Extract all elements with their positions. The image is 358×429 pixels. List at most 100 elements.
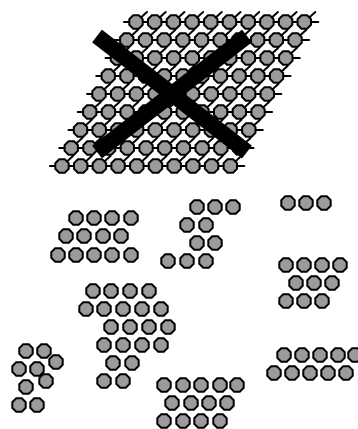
atom [186,123,199,136]
atom [315,258,328,271]
atom [161,320,174,333]
atom [111,159,124,172]
atom [165,396,178,409]
atom [105,211,118,224]
atom [124,211,137,224]
atom [204,15,217,28]
atom [129,15,142,28]
atom [157,414,170,427]
atom [303,366,316,379]
atom [130,87,143,100]
atom [279,15,292,28]
atom [277,348,290,361]
atom [333,258,346,271]
atom [158,141,171,154]
atom [185,15,198,28]
atom [97,374,110,387]
atom [121,141,134,154]
atom [195,33,208,46]
atom [297,294,310,307]
atom [104,320,117,333]
atom [199,218,212,231]
atom [139,33,152,46]
atom [12,398,25,411]
atom [180,218,193,231]
atom [79,302,92,315]
cluster-8 [267,348,358,379]
atom [267,366,280,379]
atom [298,15,311,28]
atom [214,105,227,118]
atom [130,159,143,172]
atom [208,200,221,213]
atom [220,396,233,409]
atom [65,141,78,154]
atom [154,338,167,351]
atom [199,254,212,267]
atom [270,69,283,82]
atom [251,105,264,118]
atom [120,33,133,46]
atom [176,33,189,46]
atom [93,123,106,136]
atom [124,248,137,261]
atom [242,87,255,100]
atom [69,248,82,261]
atom [116,338,129,351]
atom [279,294,292,307]
atom [295,348,308,361]
cluster-7 [157,378,243,427]
atom [96,229,109,242]
atom [12,362,25,375]
atom [59,229,72,242]
atom [348,348,358,361]
atom [184,396,197,409]
cluster-5 [79,284,174,387]
atom [321,366,334,379]
atom [37,344,50,357]
atom [299,196,312,209]
atom [242,51,255,64]
atom [205,159,218,172]
atom [19,344,32,357]
atom [315,294,328,307]
atom [176,378,189,391]
atom [270,33,283,46]
atom [339,366,352,379]
atom [168,159,181,172]
atom [125,356,138,369]
atom [92,87,105,100]
atom [242,15,255,28]
atom [154,302,167,315]
atom [317,196,330,209]
atom [39,374,52,387]
atom [194,414,207,427]
atom [194,378,207,391]
atom [149,159,162,172]
atom [51,248,64,261]
cluster-6 [12,344,62,411]
atom [214,69,227,82]
atom [19,380,32,393]
atom [208,236,221,249]
atom [106,356,119,369]
atom [223,87,236,100]
atom [190,236,203,249]
atom [49,355,62,368]
atom [325,276,338,289]
atom [158,33,171,46]
atom [74,123,87,136]
atom [285,366,298,379]
atom [30,362,43,375]
atom [161,254,174,267]
cluster-1 [51,211,137,261]
atom [116,302,129,315]
atom [77,229,90,242]
atom [123,320,136,333]
atom [69,211,82,224]
atom [261,87,274,100]
atom [104,284,117,297]
atom [202,396,215,409]
